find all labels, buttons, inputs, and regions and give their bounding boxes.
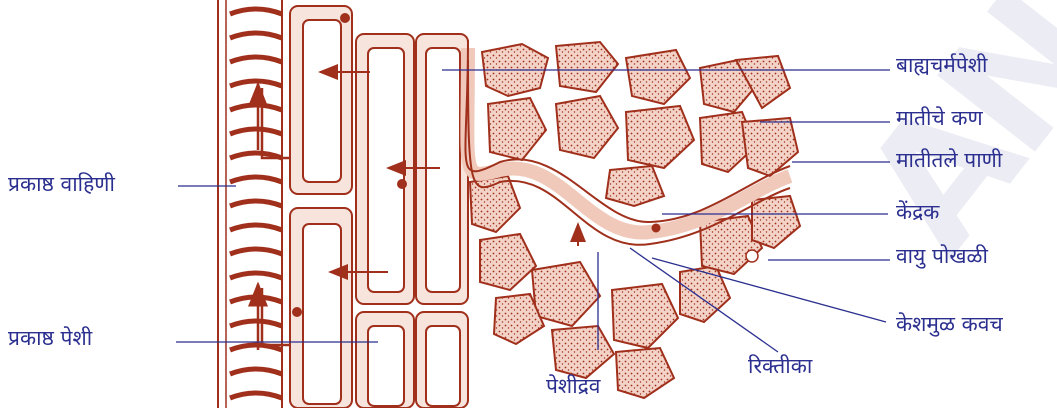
xylem-ring xyxy=(230,177,282,182)
label-epidermis-cell: बाह्यचर्मपेशी xyxy=(896,55,988,76)
label-xylem-vessel: प्रकाष्ठ वाहिणी xyxy=(8,174,115,195)
xylem-ring xyxy=(230,9,282,14)
label-cytoplasm: पेशीद्रव xyxy=(546,376,600,397)
xylem-ring xyxy=(230,297,282,302)
xylem-ring xyxy=(230,33,282,38)
label-nucleus: केंद्रक xyxy=(896,202,939,223)
xylem-ring xyxy=(230,393,282,398)
xylem-ring xyxy=(230,81,282,86)
label-root-hair-sheath: केशमुळ कवच xyxy=(896,314,1003,335)
xylem-ring xyxy=(230,321,282,326)
xylem-ring xyxy=(230,105,282,110)
label-vacuole: रिक्तीका xyxy=(748,356,812,377)
label-soil-particles: मातीचे कण xyxy=(896,108,983,129)
xylem-ring xyxy=(230,129,282,134)
xylem-cells xyxy=(290,6,468,408)
label-soil-water: मातीतले पाणी xyxy=(896,150,1002,171)
xylem-ring xyxy=(230,225,282,230)
xylem-ring xyxy=(230,369,282,374)
xylem-ring xyxy=(230,249,282,254)
label-air-bubble: वायु पोखळी xyxy=(896,246,988,267)
label-xylem-cell: प्रकाष्ठ पेशी xyxy=(8,328,92,349)
xylem-ring xyxy=(230,57,282,62)
xylem-ring xyxy=(230,201,282,206)
xylem-ring xyxy=(230,273,282,278)
